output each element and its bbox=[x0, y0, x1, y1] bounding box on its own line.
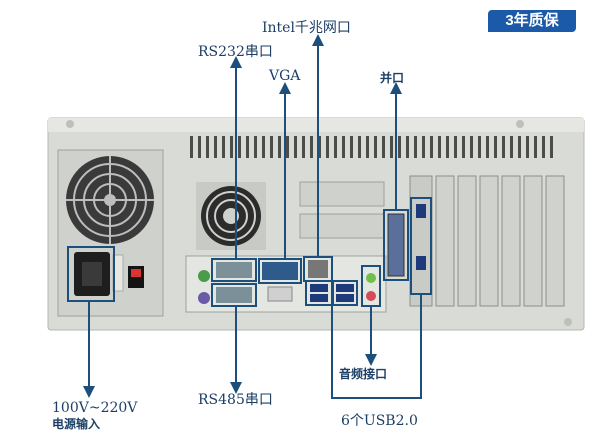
rs485-label: RS485串口 bbox=[198, 392, 273, 408]
rs232-highlight bbox=[211, 258, 257, 282]
expansion-slots bbox=[409, 175, 565, 307]
vent-slots bbox=[190, 136, 553, 158]
ps2-mouse-port bbox=[198, 292, 210, 304]
audio-out bbox=[366, 273, 376, 283]
power-label-line2: 电源输入 bbox=[52, 417, 101, 431]
parallel-port bbox=[387, 213, 405, 277]
vga-highlight bbox=[258, 258, 302, 284]
audio-label: 音频接口 bbox=[339, 367, 388, 381]
parallel-label: 并口 bbox=[380, 71, 405, 85]
usb-highlight-b bbox=[332, 280, 358, 306]
warranty-badge: 3年质保 bbox=[488, 10, 576, 32]
usb-ports-b bbox=[336, 284, 354, 292]
vga-label: VGA bbox=[269, 68, 301, 84]
intel-lan-label: Intel千兆网口 bbox=[262, 20, 351, 36]
rs232-label: RS232串口 bbox=[198, 44, 273, 60]
vga-port bbox=[262, 262, 298, 280]
lan-port bbox=[308, 260, 328, 278]
psu-fan-grille bbox=[66, 156, 154, 244]
ps2-keyboard-port bbox=[198, 270, 210, 282]
audio-in bbox=[366, 291, 376, 301]
usb-bracket bbox=[331, 294, 422, 399]
rs485-highlight bbox=[211, 283, 257, 307]
power-label-line1: 100V~220V bbox=[52, 400, 138, 416]
rs485-port bbox=[216, 287, 252, 303]
usb-ports-a bbox=[310, 284, 328, 292]
usb-label: 6个USB2.0 bbox=[341, 413, 418, 429]
power-highlight bbox=[67, 246, 115, 302]
rs232-port bbox=[216, 262, 252, 278]
system-fan bbox=[196, 182, 266, 250]
